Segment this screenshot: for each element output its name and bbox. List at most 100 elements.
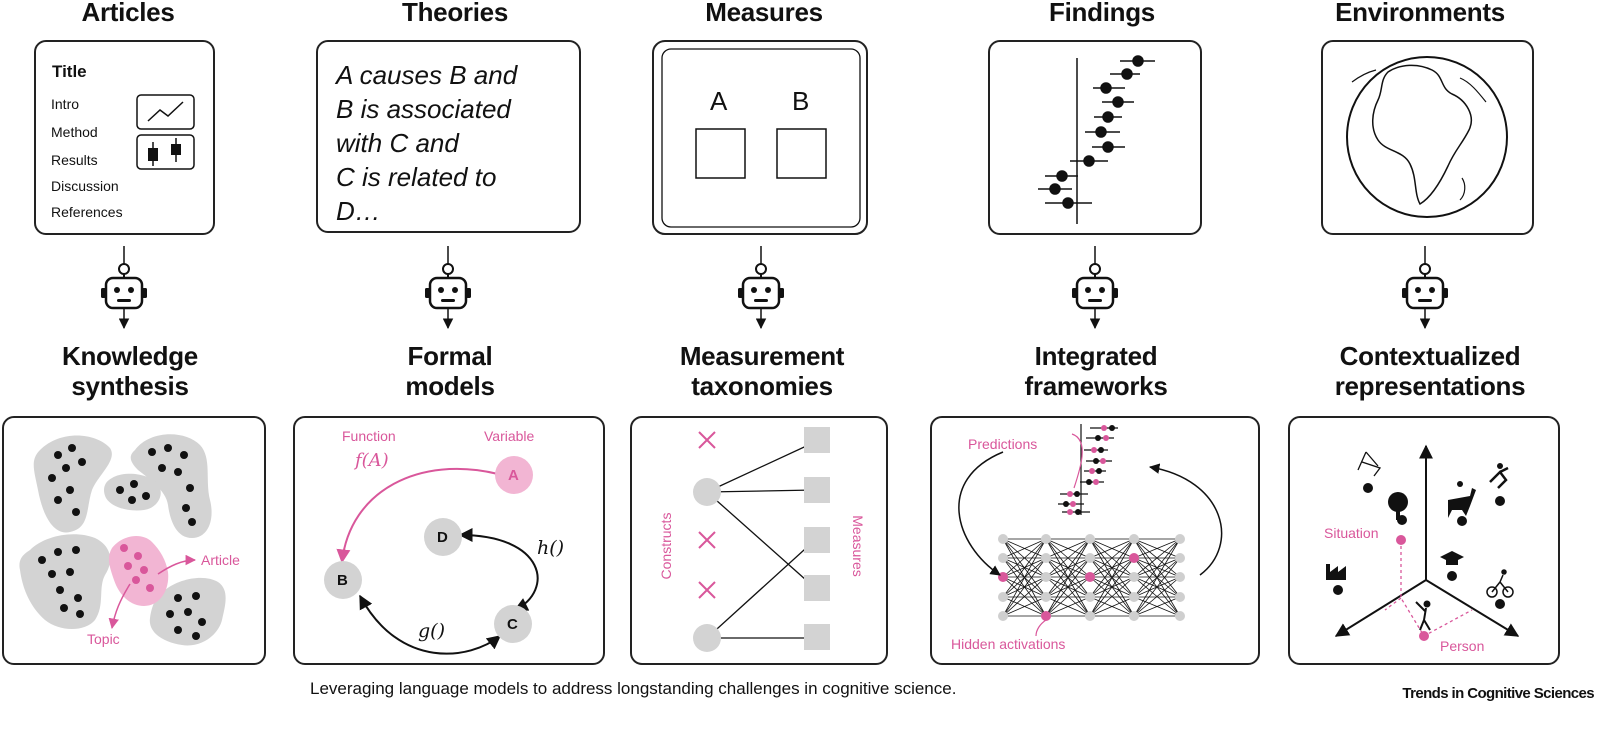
function-label: Function xyxy=(342,428,396,444)
network-node xyxy=(1129,553,1139,563)
topic-label: Topic xyxy=(87,631,120,647)
graduation-cap-icon xyxy=(1440,551,1464,565)
hidden-pointer xyxy=(1035,619,1047,637)
network-node xyxy=(1175,611,1185,621)
measure-box-b xyxy=(776,128,827,179)
article-section-discussion: Discussion xyxy=(51,178,119,194)
network-node xyxy=(1085,534,1095,544)
network-node xyxy=(1129,534,1139,544)
article-pointer-arrow xyxy=(157,554,197,575)
line-chart-icon xyxy=(136,94,195,130)
f-of-a-label: f(A) xyxy=(355,450,389,471)
constructs-label: Constructs xyxy=(658,512,674,580)
heading-articles: Articles xyxy=(81,0,175,27)
node-c-label: C xyxy=(507,616,518,633)
robot-icon xyxy=(101,246,147,328)
network-node xyxy=(998,534,1008,544)
output-line: taxonomies xyxy=(691,371,833,401)
input-arrow xyxy=(958,451,1004,576)
context-projection-lines xyxy=(1384,540,1473,637)
article-label: Article xyxy=(201,552,240,568)
article-dots xyxy=(38,444,206,640)
person-label: Person xyxy=(1440,638,1485,654)
node-b-label: B xyxy=(337,572,348,589)
prediction-forest xyxy=(1058,424,1118,515)
predictions-label: Predictions xyxy=(968,436,1038,452)
framework-card xyxy=(930,416,1260,665)
situation-label: Situation xyxy=(1324,525,1379,541)
article-section-method: Method xyxy=(51,124,98,140)
network-node xyxy=(1085,611,1095,621)
output-line: representations xyxy=(1334,371,1526,401)
taxonomy-graph xyxy=(693,427,830,652)
article-title: Title xyxy=(52,62,87,81)
factory-icon xyxy=(1326,564,1346,580)
network-node xyxy=(1175,572,1185,582)
golfer-icon xyxy=(1415,600,1431,631)
context-icons xyxy=(1326,451,1514,631)
theory-text: A causes B and B is associated with C an… xyxy=(336,58,576,228)
output-formal-models: Formal models xyxy=(340,341,560,401)
heading-measures: Measures xyxy=(705,0,823,27)
measure-box-a xyxy=(695,128,746,179)
theory-line: B is associated xyxy=(336,94,511,124)
figure-caption: Leveraging language models to address lo… xyxy=(310,679,957,698)
output-line: Knowledge xyxy=(62,341,198,371)
measure-label-b: B xyxy=(792,86,810,116)
network-node xyxy=(1041,553,1051,563)
network-node xyxy=(998,572,1008,582)
robot-icon xyxy=(738,246,784,328)
tree-icon xyxy=(1388,492,1408,520)
network-node xyxy=(1129,592,1139,602)
output-line: models xyxy=(405,371,495,401)
h-label: h() xyxy=(537,537,565,559)
journal-brand: Trends in Cognitive Sciences xyxy=(1402,685,1594,702)
heading-theories: Theories xyxy=(402,0,508,27)
horse-rider-icon xyxy=(1448,481,1476,518)
robot-icon xyxy=(425,246,471,328)
article-section-references: References xyxy=(51,204,123,220)
globe-icon xyxy=(1346,56,1508,218)
cyclist-icon xyxy=(1486,569,1514,598)
node-d xyxy=(424,518,462,556)
network-node xyxy=(1175,534,1185,544)
feedback-arrow xyxy=(1148,463,1223,576)
network-node xyxy=(1085,592,1095,602)
output-line: Formal xyxy=(407,341,493,371)
theory-line: D… xyxy=(336,196,381,226)
output-line: frameworks xyxy=(1024,371,1168,401)
article-section-results: Results xyxy=(51,152,98,168)
node-c xyxy=(494,605,532,643)
theory-line: C is related to xyxy=(336,162,497,192)
network-node xyxy=(1041,611,1051,621)
formal-model-graph xyxy=(324,456,539,655)
measure-label-a: A xyxy=(710,86,728,116)
output-measurement-taxonomies: Measurement taxonomies xyxy=(652,341,872,401)
person-point xyxy=(1419,631,1429,641)
beach-chair-icon xyxy=(1357,451,1382,477)
theory-card xyxy=(316,40,581,233)
boxplot-icon xyxy=(136,134,195,170)
node-d-label: D xyxy=(437,529,448,546)
network-node xyxy=(1175,553,1185,563)
topic-clusters xyxy=(19,434,226,646)
node-b xyxy=(324,561,362,599)
node-a-label: A xyxy=(508,467,519,484)
output-line: Integrated xyxy=(1034,341,1158,371)
network-node xyxy=(1041,592,1051,602)
forest-plot xyxy=(1038,55,1155,224)
output-line: synthesis xyxy=(71,371,189,401)
measures-axis-label: Measures xyxy=(850,515,866,577)
network-node xyxy=(1085,553,1095,563)
output-contextualized-representations: Contextualized representations xyxy=(1300,341,1560,401)
network-node xyxy=(1175,592,1185,602)
robot-icon xyxy=(1072,246,1118,328)
node-a xyxy=(495,456,533,494)
output-knowledge-synthesis: Knowledge synthesis xyxy=(20,341,240,401)
skater-icon xyxy=(1489,463,1509,489)
network-node xyxy=(1129,611,1139,621)
heading-findings: Findings xyxy=(1049,0,1155,27)
network-node xyxy=(998,611,1008,621)
g-label: g() xyxy=(418,620,445,642)
